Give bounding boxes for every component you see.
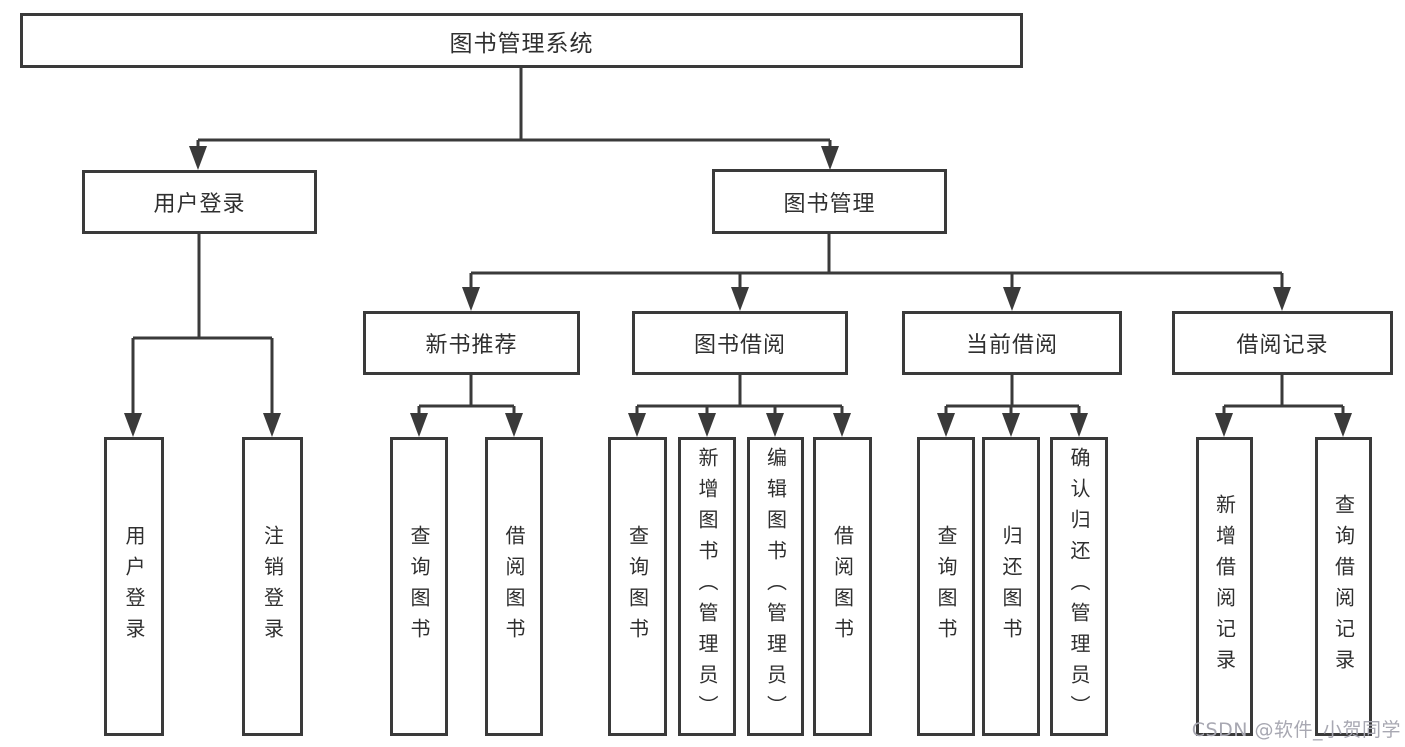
leaf-borrow-books-recommend: 借阅图书: [485, 437, 543, 736]
leaf-query-borrow-record: 查询借阅记录: [1315, 437, 1372, 736]
edge-management-to-level3: [469, 234, 1284, 291]
leaf-label: 新增借阅记录: [1212, 493, 1237, 680]
leaf-add-borrow-record: 新增借阅记录: [1196, 437, 1253, 736]
leaf-label: 借阅图书: [830, 524, 855, 649]
node-current-borrow: 当前借阅: [902, 311, 1122, 375]
watermark: CSDN @软件_小贺同学: [1191, 719, 1401, 741]
edge-root-to-level2: [196, 68, 832, 150]
leaf-label: 新增图书（管理员）: [695, 447, 719, 726]
leaf-borrow-books: 借阅图书: [813, 437, 872, 736]
leaf-query-books-current: 查询图书: [917, 437, 975, 736]
edge-borrow-to-leaves: [635, 375, 844, 417]
leaf-label: 查询借阅记录: [1331, 493, 1356, 680]
node-book-borrow: 图书借阅: [632, 311, 848, 375]
leaf-label: 编辑图书（管理员）: [763, 447, 788, 726]
leaf-edit-book-admin: 编辑图书（管理员）: [747, 437, 804, 736]
node-book-management: 图书管理: [712, 169, 947, 234]
edge-records-to-leaves: [1222, 375, 1345, 417]
leaf-label: 查询图书: [407, 524, 431, 649]
node-new-book-recommend: 新书推荐: [363, 311, 580, 375]
leaf-user-login: 用户登录: [104, 437, 164, 736]
leaf-label: 用户登录: [122, 524, 146, 649]
leaf-label: 借阅图书: [502, 524, 526, 649]
node-user-login: 用户登录: [82, 170, 317, 234]
node-root: 图书管理系统: [20, 13, 1023, 68]
leaf-query-books-borrow: 查询图书: [608, 437, 667, 736]
leaf-confirm-return-admin: 确认归还（管理员）: [1050, 437, 1108, 736]
leaf-label: 查询图书: [934, 524, 958, 649]
edge-login-to-leaves: [131, 233, 274, 417]
leaf-label: 归还图书: [999, 524, 1023, 649]
edge-recommend-to-leaves: [417, 375, 516, 417]
edge-current-to-leaves: [944, 375, 1081, 417]
leaf-logout: 注销登录: [242, 437, 303, 736]
leaf-label: 查询图书: [625, 524, 650, 649]
leaf-label: 注销登录: [260, 524, 285, 649]
leaf-add-book-admin: 新增图书（管理员）: [678, 437, 736, 736]
leaf-return-book: 归还图书: [982, 437, 1040, 736]
node-borrow-records: 借阅记录: [1172, 311, 1393, 375]
leaf-query-books-recommend: 查询图书: [390, 437, 448, 736]
arrowheads: [124, 146, 1352, 437]
leaf-label: 确认归还（管理员）: [1067, 447, 1091, 726]
